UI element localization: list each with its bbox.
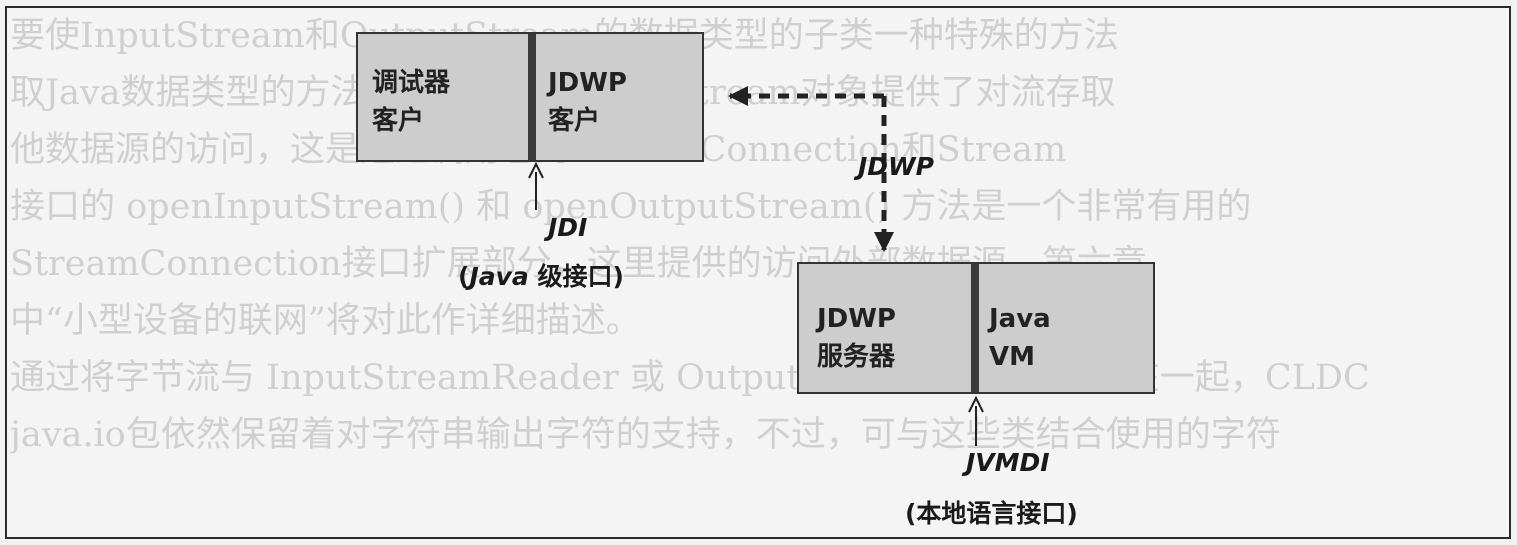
jdwp-server-label: JDWP 服务器 [817, 304, 896, 372]
bleed-line: java.io包依然保留着对字符串输出字符的支持，不过，可与这些类结合使用的字符 [10, 415, 1281, 455]
jdi-pointer-arrow [528, 161, 544, 210]
debugger-box-divider [528, 34, 536, 160]
bleed-line: 接口的 openInputStream() 和 openOutputStream… [10, 187, 1252, 227]
vm-box: JDWP 服务器 Java VM [797, 262, 1155, 394]
bleed-line: 中“小型设备的联网”将对此作详细描述。 [10, 301, 641, 341]
jdi-java-word: Java [469, 262, 529, 291]
jdwp-dashed-arrow [728, 86, 894, 252]
jvmdi-description: (本地语言接口) [905, 499, 1078, 528]
jdwp-client-label: JDWP 客户 [548, 68, 627, 136]
jdi-paren-open: ( [458, 262, 470, 291]
debugger-box: 调试器 客户 JDWP 客户 [356, 32, 704, 162]
java-vm-label: Java VM [989, 304, 1051, 372]
jdi-desc-rest: 级接口) [528, 262, 624, 291]
jdi-description: (Java 级接口) [458, 257, 624, 293]
jvmdi-pointer-arrow [968, 395, 984, 446]
jdi-label: JDI [548, 213, 588, 242]
jdwp-label: JDWP [858, 152, 934, 181]
figure-frame [5, 6, 1511, 539]
vm-box-divider [971, 264, 979, 392]
jvmdi-label: JVMDI [966, 448, 1050, 477]
debugger-client-label: 调试器 客户 [372, 68, 451, 136]
